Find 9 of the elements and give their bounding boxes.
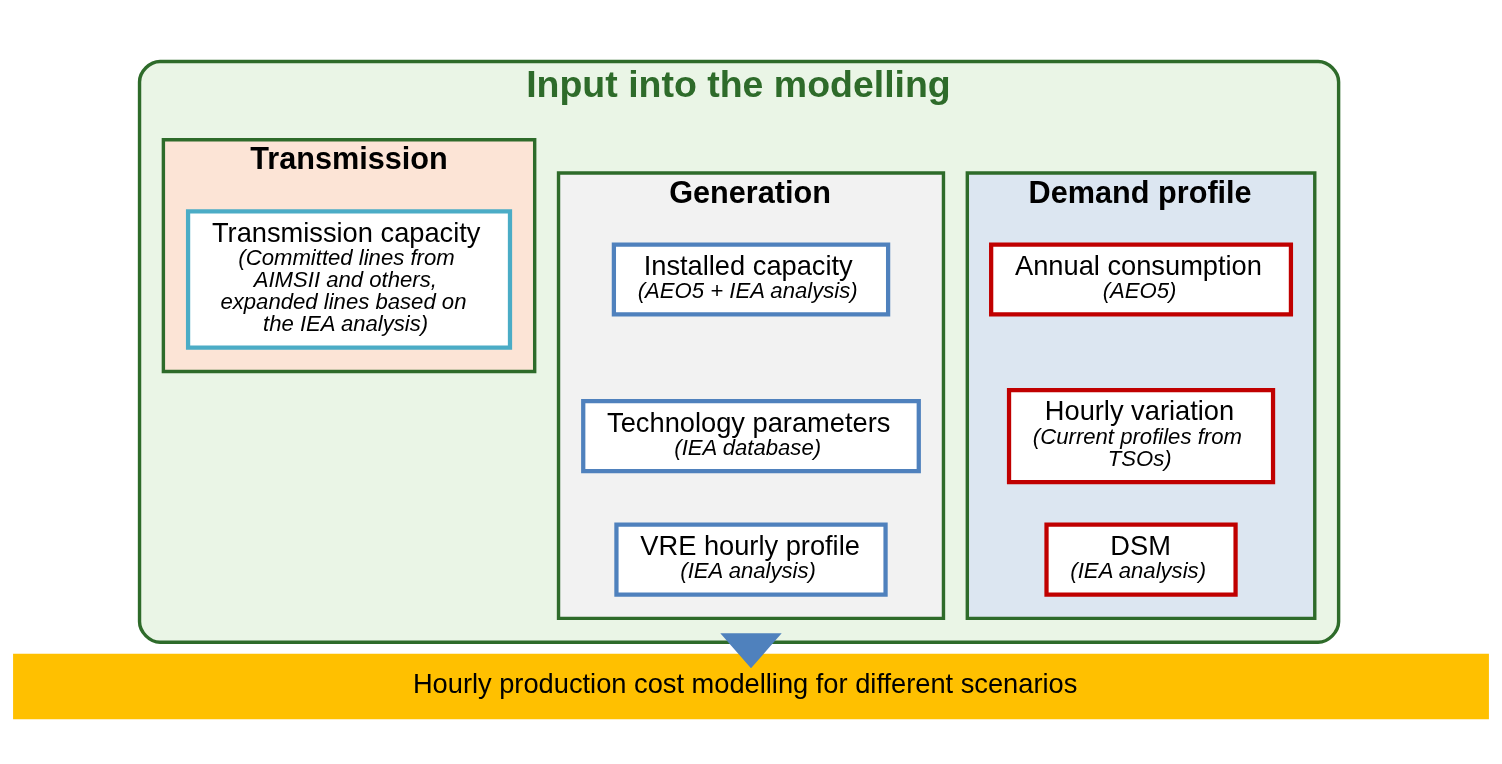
node-box: Hourly variation (Current profiles from TSOs) xyxy=(1006,387,1276,484)
node-box: Installed capacity (AEO5 + IEA analysis) xyxy=(611,241,891,316)
node-box: DSM (IEA analysis) xyxy=(1044,522,1238,597)
node-box: Hourly production cost modelling for different scenarios xyxy=(13,653,1489,719)
node-box: VRE hourly profile (IEA analysis) xyxy=(614,522,888,597)
node-box: Annual consumption (AEO5) xyxy=(989,241,1294,316)
node-box: Transmission capacity (Committed lines from AIMSII and others, expanded lines based on the IEA analysis) xyxy=(185,208,513,350)
arrow xyxy=(720,632,782,668)
node-box: Technology parameters (IEA database) xyxy=(581,398,921,473)
